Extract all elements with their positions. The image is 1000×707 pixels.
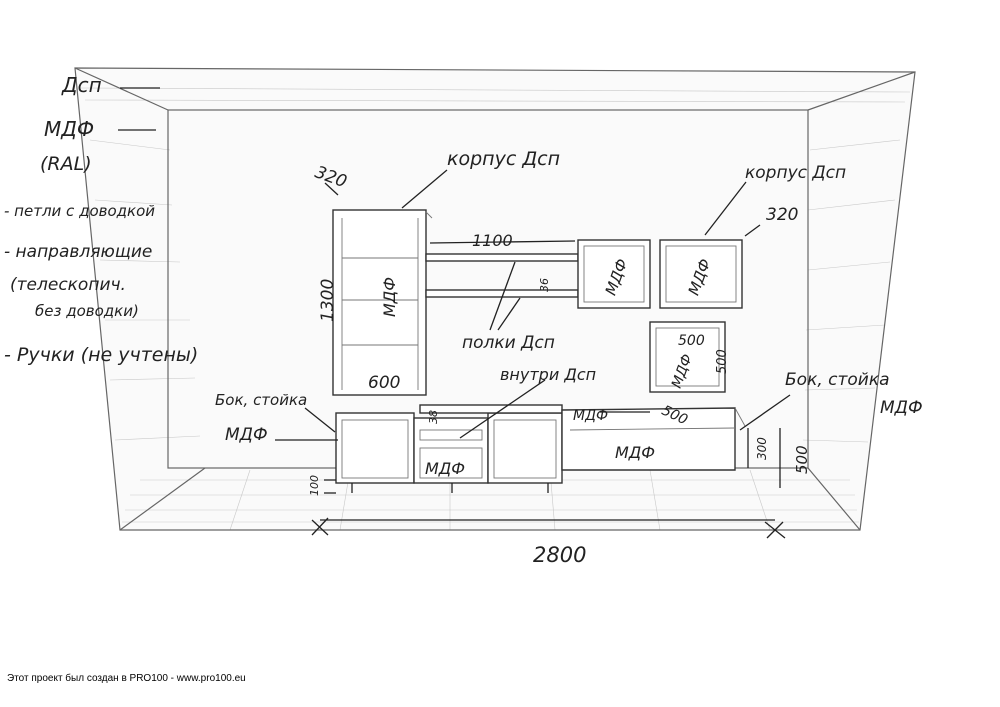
label-mdf-drawer: МДФ: [425, 459, 465, 478]
dim-depth-right: 320: [766, 205, 798, 225]
dim-small-w: 500: [678, 333, 705, 349]
label-bok-left-1: Бок, стойка: [215, 391, 307, 409]
legend-hinges: - петли с доводкой: [4, 202, 155, 220]
low-unit: [335, 404, 746, 493]
dim-shelf-width: 1100: [472, 231, 513, 250]
label-korpus-right: корпус Дсп: [745, 163, 846, 183]
label-mdf-low: МДФ: [615, 443, 655, 462]
dim-low-h2: 500: [793, 445, 811, 474]
dim-total-width: 2800: [533, 543, 586, 567]
dim-shelf-gap: 36: [538, 278, 551, 292]
label-mdf-top: МДФ: [573, 408, 608, 424]
legend-guides-2: (телескопич.: [10, 275, 126, 295]
dimensions: 320 320 1300 600 1100 36 500 500 500 300…: [308, 162, 811, 567]
label-mdf-tall: МДФ: [380, 277, 399, 317]
tall-cabinet: [332, 209, 433, 396]
legend-dsp: Дсп: [61, 73, 102, 97]
legend-mdf: МДФ: [44, 117, 94, 141]
annotations: корпус Дсп корпус Дсп полки Дсп внутри Д…: [215, 148, 923, 478]
small-cabinet: [649, 321, 726, 393]
square-cabinet-2: [659, 239, 743, 309]
dim-width-tall: 600: [368, 373, 400, 393]
label-bok-right-2: МДФ: [880, 398, 923, 418]
square-cabinet-1: [577, 239, 651, 309]
dimension-lines: [118, 87, 791, 539]
legend-guides-3: без доводки): [35, 302, 139, 320]
label-bok-left-2: МДФ: [225, 425, 268, 445]
dim-small-h: 500: [715, 349, 730, 374]
label-korpus-left: корпус Дсп: [447, 148, 560, 170]
dim-low-h1: 300: [755, 437, 769, 460]
dim-top-rail: 38: [427, 410, 440, 424]
label-vnutri: внутри Дсп: [500, 365, 596, 384]
footer-credit: Этот проект был создан в PRO100 - www.pr…: [7, 673, 246, 684]
dim-height-tall: 1300: [318, 279, 338, 322]
legend-handles: - Ручки (не учтены): [4, 344, 198, 366]
legend-ral: (RAL): [40, 153, 92, 175]
dim-leg-h: 100: [308, 475, 321, 496]
label-bok-right-1: Бок, стойка: [785, 370, 890, 390]
legend: Дсп МДФ (RAL) - петли с доводкой - напра…: [4, 73, 198, 366]
label-polki: полки Дсп: [462, 333, 555, 353]
legend-guides-1: - направляющие: [4, 242, 152, 262]
